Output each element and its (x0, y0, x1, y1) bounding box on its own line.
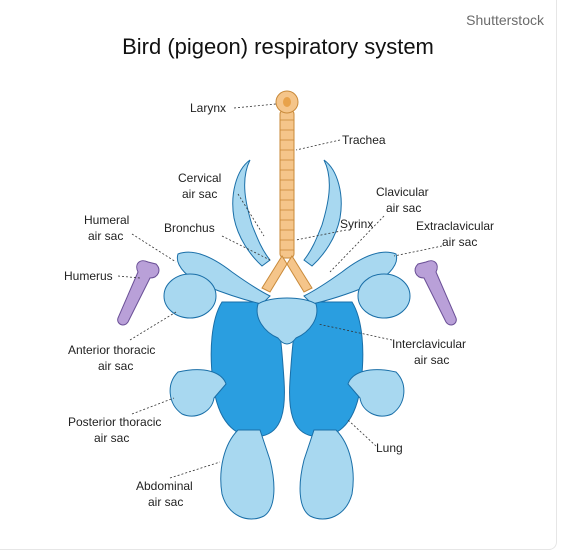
posterior-thoracic-air-sac-left (169, 369, 227, 417)
watermark: Shutterstock (466, 12, 544, 28)
bronchus-left (261, 255, 288, 293)
label-cervical-1: Cervical (178, 171, 221, 185)
label-humeral-2: air sac (88, 229, 123, 243)
cervical-air-sac-right (303, 159, 342, 267)
label-interclavicular-2: air sac (414, 353, 449, 367)
label-anterior-2: air sac (98, 359, 133, 373)
label-abdominal-1: Abdominal (136, 479, 193, 493)
abdominal-air-sac-right (299, 429, 354, 520)
label-posterior-1: Posterior thoracic (68, 415, 161, 429)
humerus-right (414, 260, 457, 326)
anterior-thoracic-air-sac-right (357, 273, 411, 319)
page-title: Bird (pigeon) respiratory system (122, 34, 434, 59)
label-posterior-2: air sac (94, 431, 129, 445)
respiratory-diagram: Larynx Trachea Cervical air sac Clavicul… (64, 90, 494, 520)
leader-lines (117, 103, 443, 479)
label-interclavicular-1: Interclavicular (392, 337, 466, 351)
label-syrinx: Syrinx (340, 217, 373, 231)
larynx-core (283, 97, 291, 107)
abdominal-air-sac-left (220, 429, 275, 520)
interclavicular-air-sac (256, 297, 318, 345)
trachea-rings (280, 119, 294, 251)
posterior-thoracic-air-sac-right (347, 369, 405, 417)
label-extraclavicular-2: air sac (442, 235, 477, 249)
label-anterior-1: Anterior thoracic (68, 343, 155, 357)
anterior-thoracic-air-sac-left (163, 273, 217, 319)
label-clavicular-2: air sac (386, 201, 421, 215)
trachea (279, 109, 295, 259)
label-extraclavicular-1: Extraclavicular (416, 219, 494, 233)
bronchus-right (286, 255, 313, 293)
label-humerus: Humerus (64, 269, 113, 283)
label-bronchus: Bronchus (164, 221, 215, 235)
cervical-air-sac-left (232, 159, 271, 267)
label-humeral-1: Humeral (84, 213, 129, 227)
label-trachea: Trachea (342, 133, 386, 147)
label-abdominal-2: air sac (148, 495, 183, 509)
label-cervical-2: air sac (182, 187, 217, 201)
label-larynx: Larynx (190, 101, 226, 115)
label-clavicular-1: Clavicular (376, 185, 429, 199)
humerus-left (117, 260, 160, 326)
label-lung: Lung (376, 441, 403, 455)
